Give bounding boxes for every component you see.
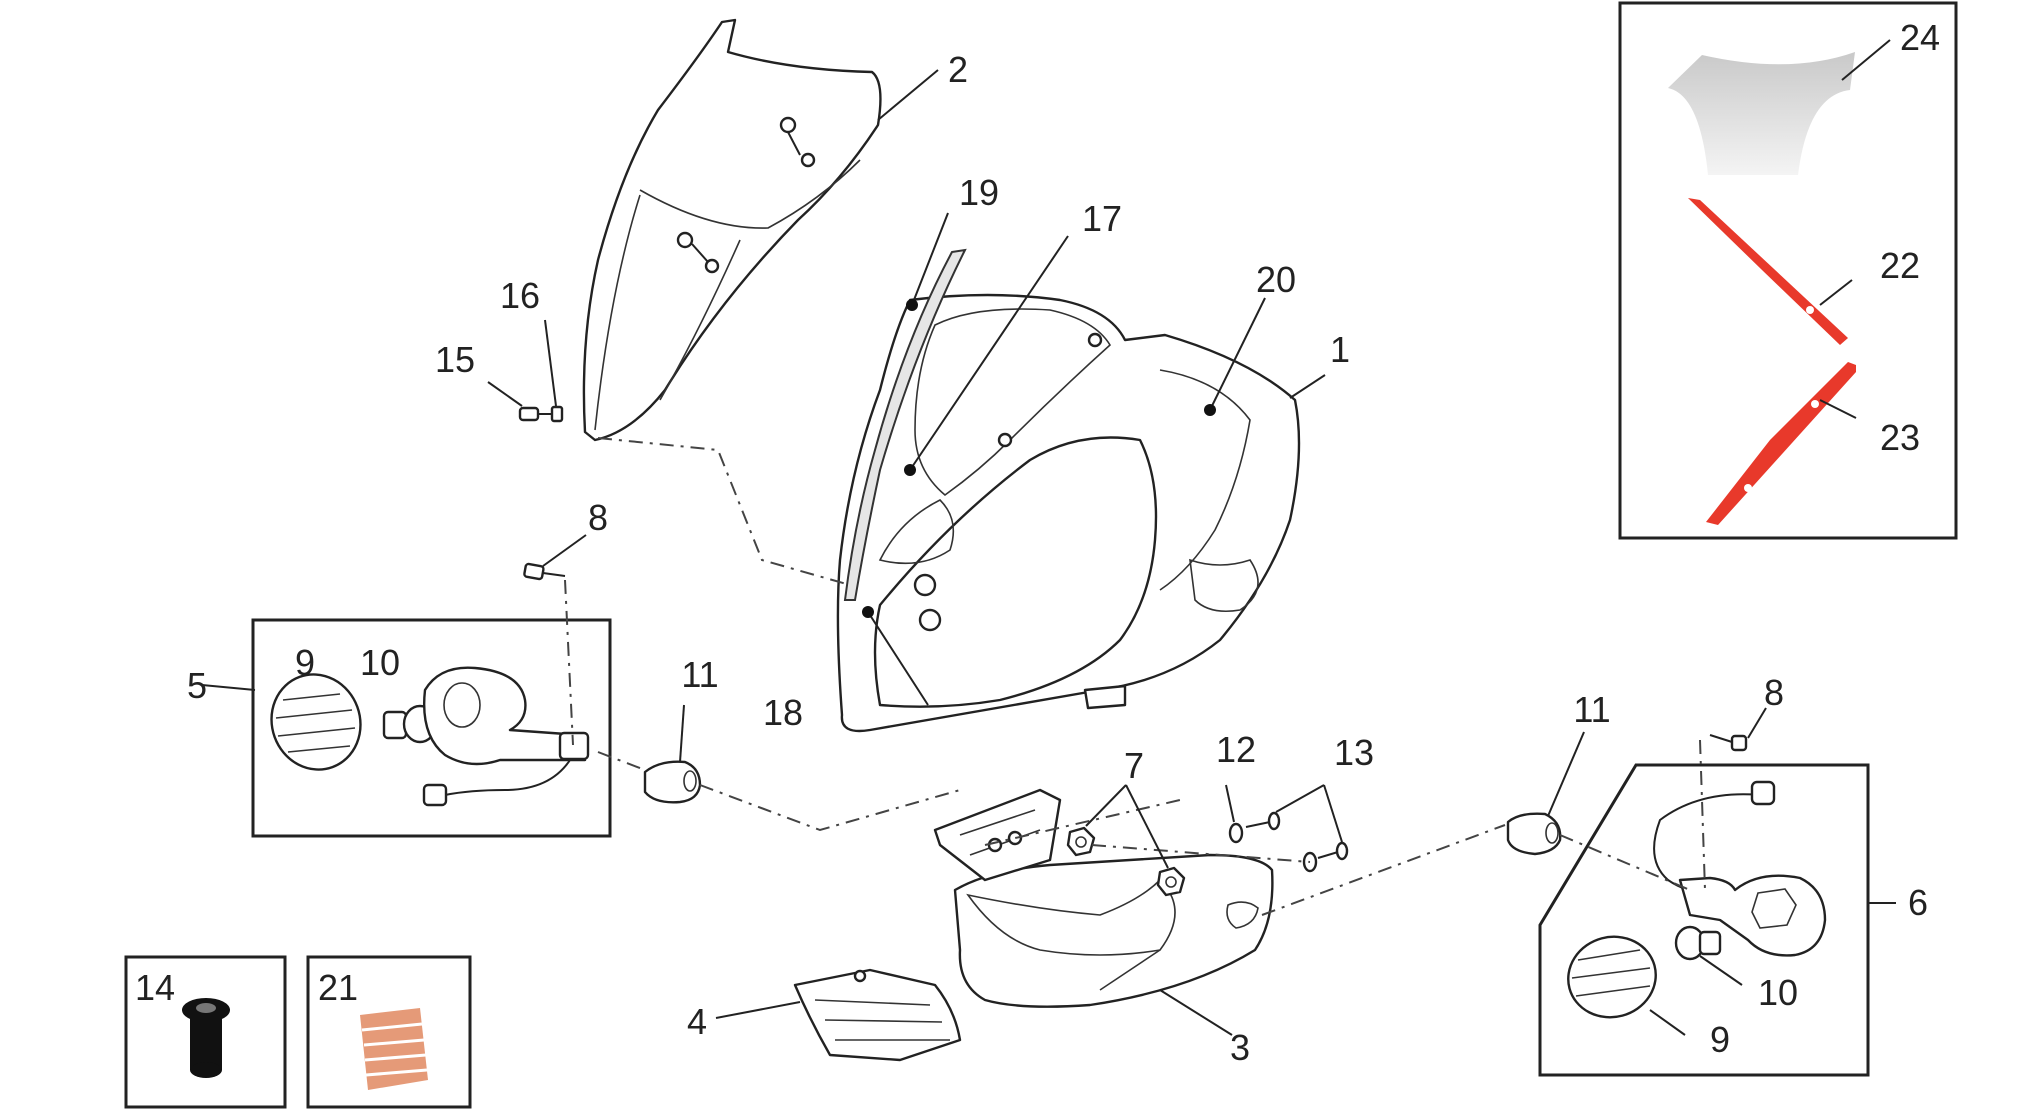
headlight-opening xyxy=(873,436,1158,708)
callout-9-left: 9 xyxy=(295,642,315,683)
right-indicator-connector xyxy=(1750,780,1776,806)
callout-21: 21 xyxy=(318,967,358,1008)
callout-23: 23 xyxy=(1880,417,1920,458)
callout-13: 13 xyxy=(1334,732,1374,773)
inset-box-spring-nut xyxy=(306,955,472,1109)
assembly-line-indicator-right xyxy=(1559,834,1691,891)
leader-lines xyxy=(201,39,1896,1036)
callout-20: 20 xyxy=(1256,259,1296,300)
lower-fairing-hole xyxy=(1226,901,1259,929)
windshield-edge xyxy=(594,194,641,431)
assembly-line-hardware xyxy=(1091,844,1311,863)
callout-5: 5 xyxy=(187,665,207,706)
callout-9-right: 9 xyxy=(1710,1019,1730,1060)
lower-grille xyxy=(793,968,962,1062)
lower-fairing xyxy=(953,853,1274,1008)
lower-fairing-panel xyxy=(966,878,1176,956)
callout-11-left: 11 xyxy=(681,654,718,695)
left-indicator-lens xyxy=(270,673,362,771)
red-trim-lower xyxy=(1706,362,1856,525)
fairing-mount-holes xyxy=(913,332,1103,632)
callout-3: 3 xyxy=(1230,1027,1250,1068)
trim-hole xyxy=(1806,306,1814,314)
lower-fairing-seam xyxy=(1099,949,1161,991)
nut-7-left xyxy=(1066,826,1096,857)
right-indicator-wire xyxy=(1653,793,1761,893)
callout-6: 6 xyxy=(1908,882,1928,923)
screws-13 xyxy=(1245,811,1349,861)
screw-8-left xyxy=(523,562,566,581)
callout-10-left: 10 xyxy=(360,642,400,683)
callout-labels: 1 2 3 4 5 6 7 8 8 9 9 10 10 11 11 12 13 … xyxy=(135,17,1940,1068)
assembly-line-screw-left xyxy=(564,579,574,746)
callout-19: 19 xyxy=(959,172,999,213)
callout-22: 22 xyxy=(1880,245,1920,286)
windscreen-sticker xyxy=(1668,52,1855,175)
callout-14: 14 xyxy=(135,967,175,1008)
trim-hole xyxy=(1811,400,1819,408)
callout-4: 4 xyxy=(687,1001,707,1042)
windshield-screws xyxy=(676,116,816,274)
fairing-lower-tab xyxy=(1083,684,1127,710)
callout-7: 7 xyxy=(1124,745,1144,786)
left-indicator-housing xyxy=(423,666,590,766)
spring-nut xyxy=(360,1008,428,1090)
rubber-mount-right xyxy=(1506,812,1562,856)
assembly-line-windshield xyxy=(597,437,851,586)
grommet xyxy=(182,998,230,1078)
callout-17: 17 xyxy=(1082,198,1122,239)
inset-box-right-indicator xyxy=(1538,763,1870,1077)
fairing-vent xyxy=(1189,558,1259,613)
callout-16: 16 xyxy=(500,275,540,316)
assembly-line-mount-left xyxy=(699,784,961,832)
left-indicator-connector xyxy=(422,783,448,807)
left-indicator-wire xyxy=(444,759,571,796)
side-trim-strip xyxy=(843,248,967,601)
nut-7-right xyxy=(1156,866,1186,897)
trim-hole xyxy=(1744,484,1752,492)
inset-box-grommet xyxy=(124,955,287,1109)
red-trim-upper xyxy=(1688,198,1848,345)
washer-12 xyxy=(1228,822,1318,873)
assembly-line-screw-right xyxy=(1699,739,1706,891)
assembly-line-mount-right xyxy=(1261,824,1506,916)
right-indicator-bulb xyxy=(1674,925,1722,961)
trim-hole xyxy=(1716,232,1724,240)
callout-10-right: 10 xyxy=(1758,972,1798,1013)
callout-8-left: 8 xyxy=(588,497,608,538)
callout-2: 2 xyxy=(948,49,968,90)
callout-24: 24 xyxy=(1900,17,1940,58)
inset-box-left-indicator xyxy=(251,618,612,838)
right-indicator-lens xyxy=(1567,935,1657,1019)
rubber-mount-left xyxy=(643,760,702,804)
callout-15: 15 xyxy=(435,339,475,380)
assembly-line-indicator-left xyxy=(597,751,646,771)
fairing-light-socket xyxy=(878,499,955,565)
windshield xyxy=(582,18,882,442)
screw-8-right xyxy=(1709,734,1748,752)
windshield-crease xyxy=(639,159,861,229)
callout-12: 12 xyxy=(1216,729,1256,770)
callout-1: 1 xyxy=(1330,329,1350,370)
right-indicator-housing xyxy=(1678,874,1827,957)
callout-18: 18 xyxy=(763,692,803,733)
inset-box-trim-parts xyxy=(1618,1,1958,540)
callout-11-right: 11 xyxy=(1573,689,1610,730)
callout-8-right: 8 xyxy=(1764,672,1784,713)
windshield-ridge xyxy=(659,239,741,401)
assembly-line-bracket xyxy=(984,799,1181,846)
screw-15-and-nut-16 xyxy=(518,405,564,423)
